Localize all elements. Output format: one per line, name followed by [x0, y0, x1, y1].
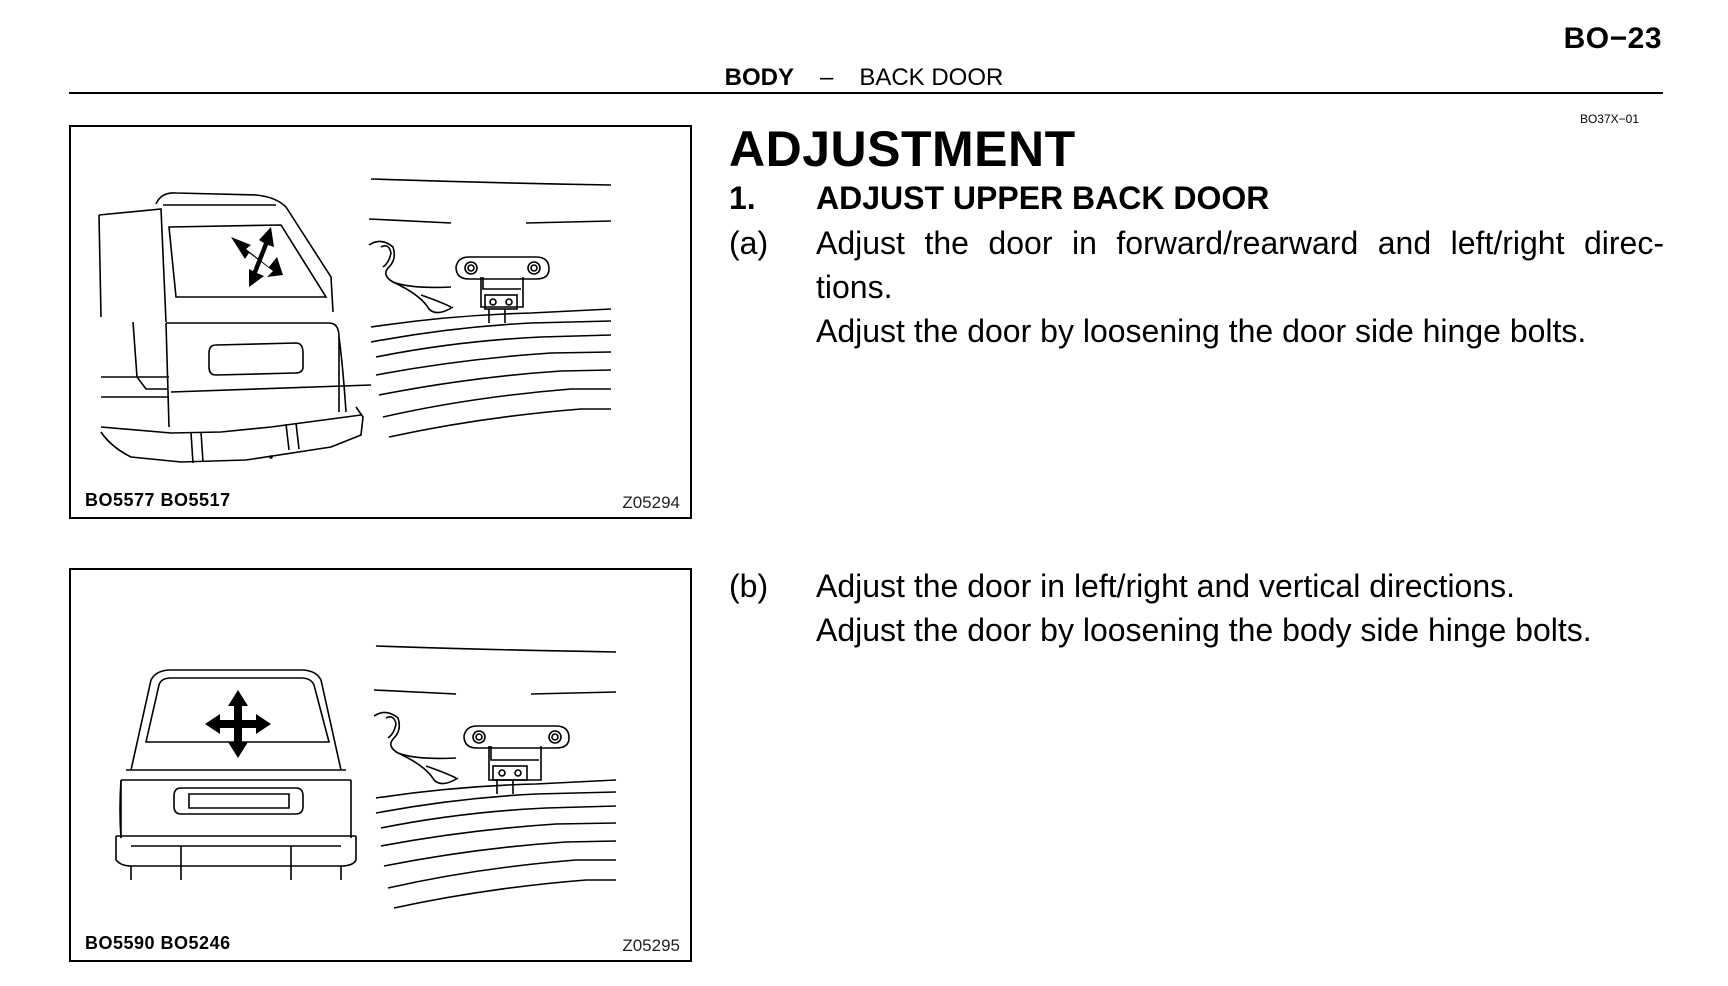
illustration-vehicle-door-side-hinge	[98, 178, 612, 464]
page-number: BO−23	[1563, 22, 1662, 55]
running-header: BODY–BACK DOOR	[0, 64, 1728, 92]
instruction-line-2: Adjust the door by loosening the door si…	[816, 313, 1587, 349]
arrows-forward-rearward-left-right-icon	[231, 227, 283, 287]
substep-label: (b)	[729, 568, 769, 604]
step-title: ADJUST UPPER BACK DOOR	[816, 180, 1270, 216]
figure-number: Z05295	[622, 936, 680, 955]
arrows-left-right-vertical-icon	[205, 690, 271, 758]
substep-label: (a)	[729, 225, 769, 261]
substep-text: Adjust the door in forward/rearward and …	[816, 221, 1664, 353]
subsection-title: BACK DOOR	[859, 64, 1004, 91]
header-separator: –	[819, 64, 834, 91]
instruction-line-1: Adjust the door in forward/rearward and …	[816, 225, 1664, 305]
figure-door-side-hinge: BO5577 BO5517 Z05294	[69, 125, 692, 519]
instruction-line-2: Adjust the door by loosening the body si…	[816, 612, 1592, 648]
section-heading: ADJUSTMENT	[729, 121, 1076, 177]
figure-reference-codes: BO5590 BO5246	[85, 933, 231, 953]
figure-number: Z05294	[622, 493, 680, 512]
substep-text: Adjust the door in left/right and vertic…	[816, 564, 1664, 652]
instruction-line-1: Adjust the door in left/right and vertic…	[816, 568, 1516, 604]
figure-reference-codes: BO5577 BO5517	[85, 490, 231, 510]
figure-body-side-hinge: BO5590 BO5246 Z05295	[69, 568, 692, 962]
section-title: BODY	[724, 64, 794, 91]
step-number: 1.	[729, 180, 756, 216]
header-rule	[69, 92, 1663, 94]
document-code: BO37X−01	[1579, 112, 1639, 126]
illustration-vehicle-body-side-hinge	[115, 645, 617, 909]
